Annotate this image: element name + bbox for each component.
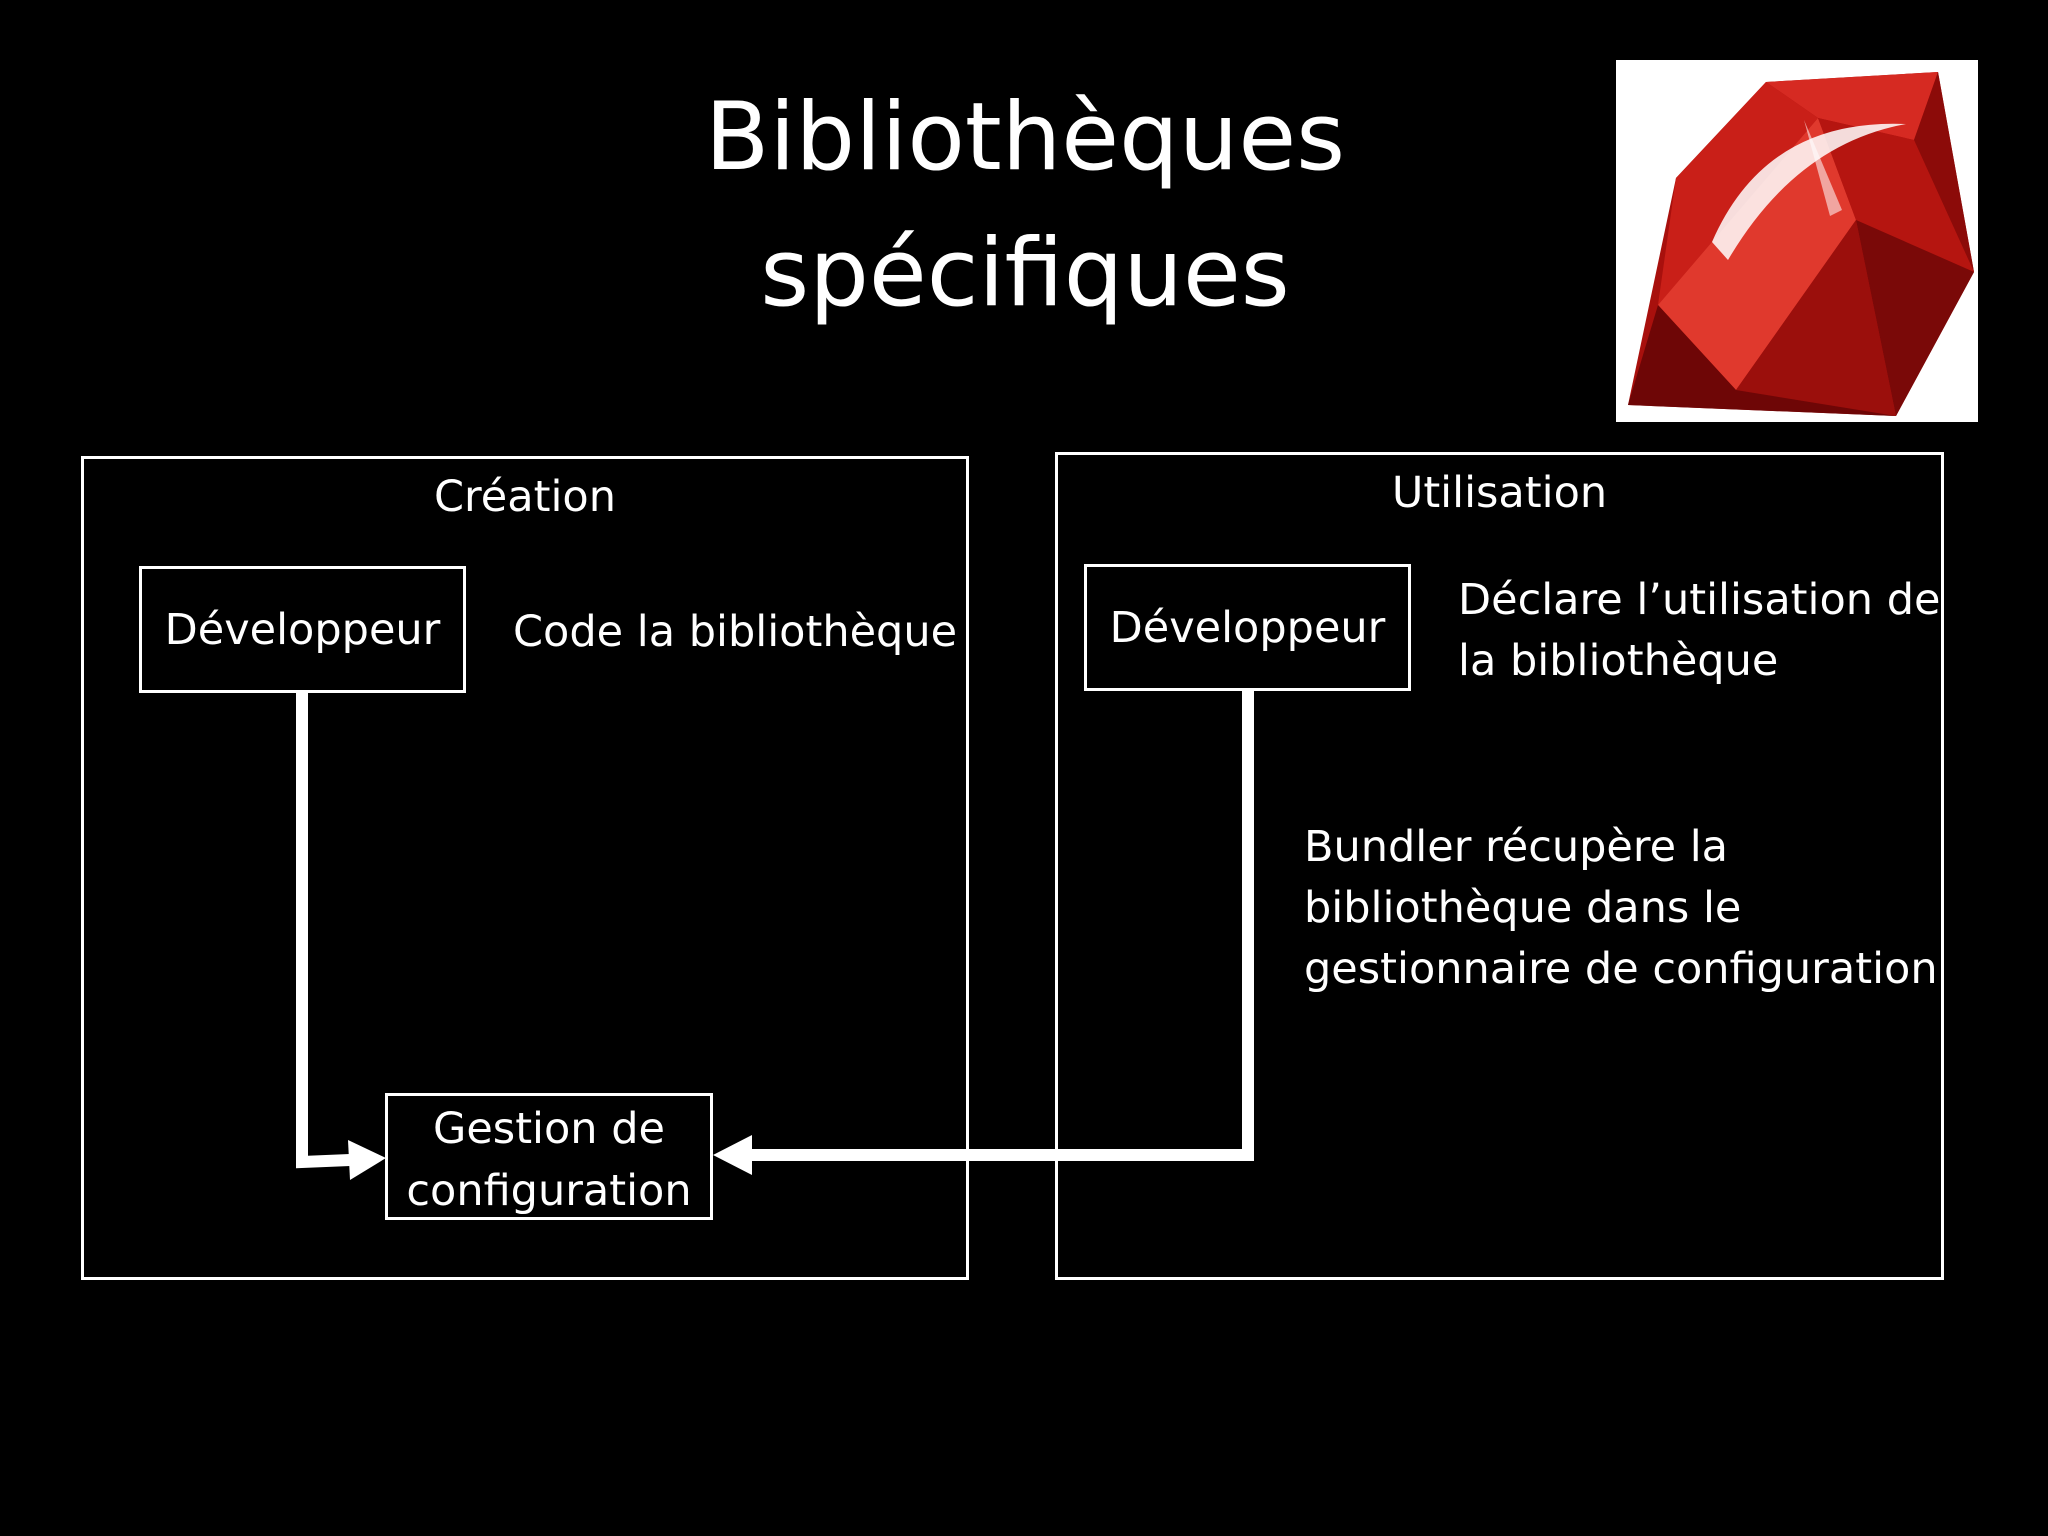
bundler-note-line-1: Bundler récupère la [1304,822,1729,872]
developer-to-configuration-arrow [296,693,386,1180]
utilisation-panel [1055,452,1944,1280]
utilisation-note-line-2: la bibliothèque [1458,636,1779,686]
slide-title-line-2: spécifiques [760,219,1290,328]
creation-panel [81,456,969,1280]
creation-developer-box: Développeur [139,566,466,693]
utilisation-panel-title: Utilisation [1391,468,1608,518]
configuration-management-box: Gestion de configuration [385,1093,713,1220]
creation-panel-title: Création [434,472,616,522]
utilisation-note-line-1: Déclare l’utilisation de [1458,575,1941,625]
ruby-gem-icon [1616,60,1978,422]
utilisation-note: Déclare l’utilisation de la bibliothèque [1458,570,1940,692]
configuration-management-line-2: configuration [406,1166,692,1216]
bundler-note-line-2: bibliothèque dans le [1304,883,1742,933]
bundler-note-line-3: gestionnaire de configuration [1304,944,1938,994]
bundler-note: Bundler récupère la bibliothèque dans le… [1304,817,1938,1000]
bundler-to-configuration-arrow [713,691,1254,1175]
creation-note: Code la bibliothèque [513,607,958,657]
slide-title: Bibliothèques spécifiques [500,70,1550,342]
utilisation-developer-box: Développeur [1084,564,1411,691]
utilisation-developer-label: Développeur [1109,602,1386,653]
slide-title-line-1: Bibliothèques [704,83,1346,192]
creation-developer-label: Développeur [164,604,441,655]
configuration-management-line-1: Gestion de [433,1104,665,1154]
